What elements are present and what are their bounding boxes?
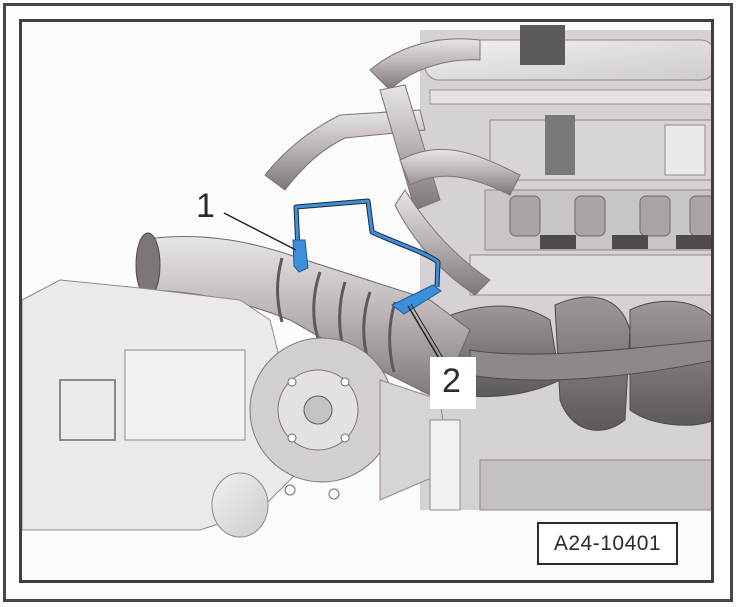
sensor-2-connector-icon (391, 284, 442, 315)
sensor-wiring-highlight (292, 198, 442, 315)
transmission-housing (22, 279, 301, 538)
coolant-pipes (264, 38, 521, 296)
callout-2-leader (407, 305, 444, 366)
callout-2-background (430, 357, 476, 409)
callout-number-1: 1 (196, 187, 215, 225)
callout-1-leader (223, 212, 297, 251)
drive-flange (249, 337, 451, 501)
sensor-1-connector-icon (292, 239, 309, 273)
callout-number-2: 2 (442, 362, 461, 400)
figure-id-text: A24-10401 (553, 531, 662, 555)
exhaust-pipe (135, 232, 471, 401)
figure-id-label: A24-10401 (537, 522, 678, 565)
engine-block (420, 25, 711, 511)
